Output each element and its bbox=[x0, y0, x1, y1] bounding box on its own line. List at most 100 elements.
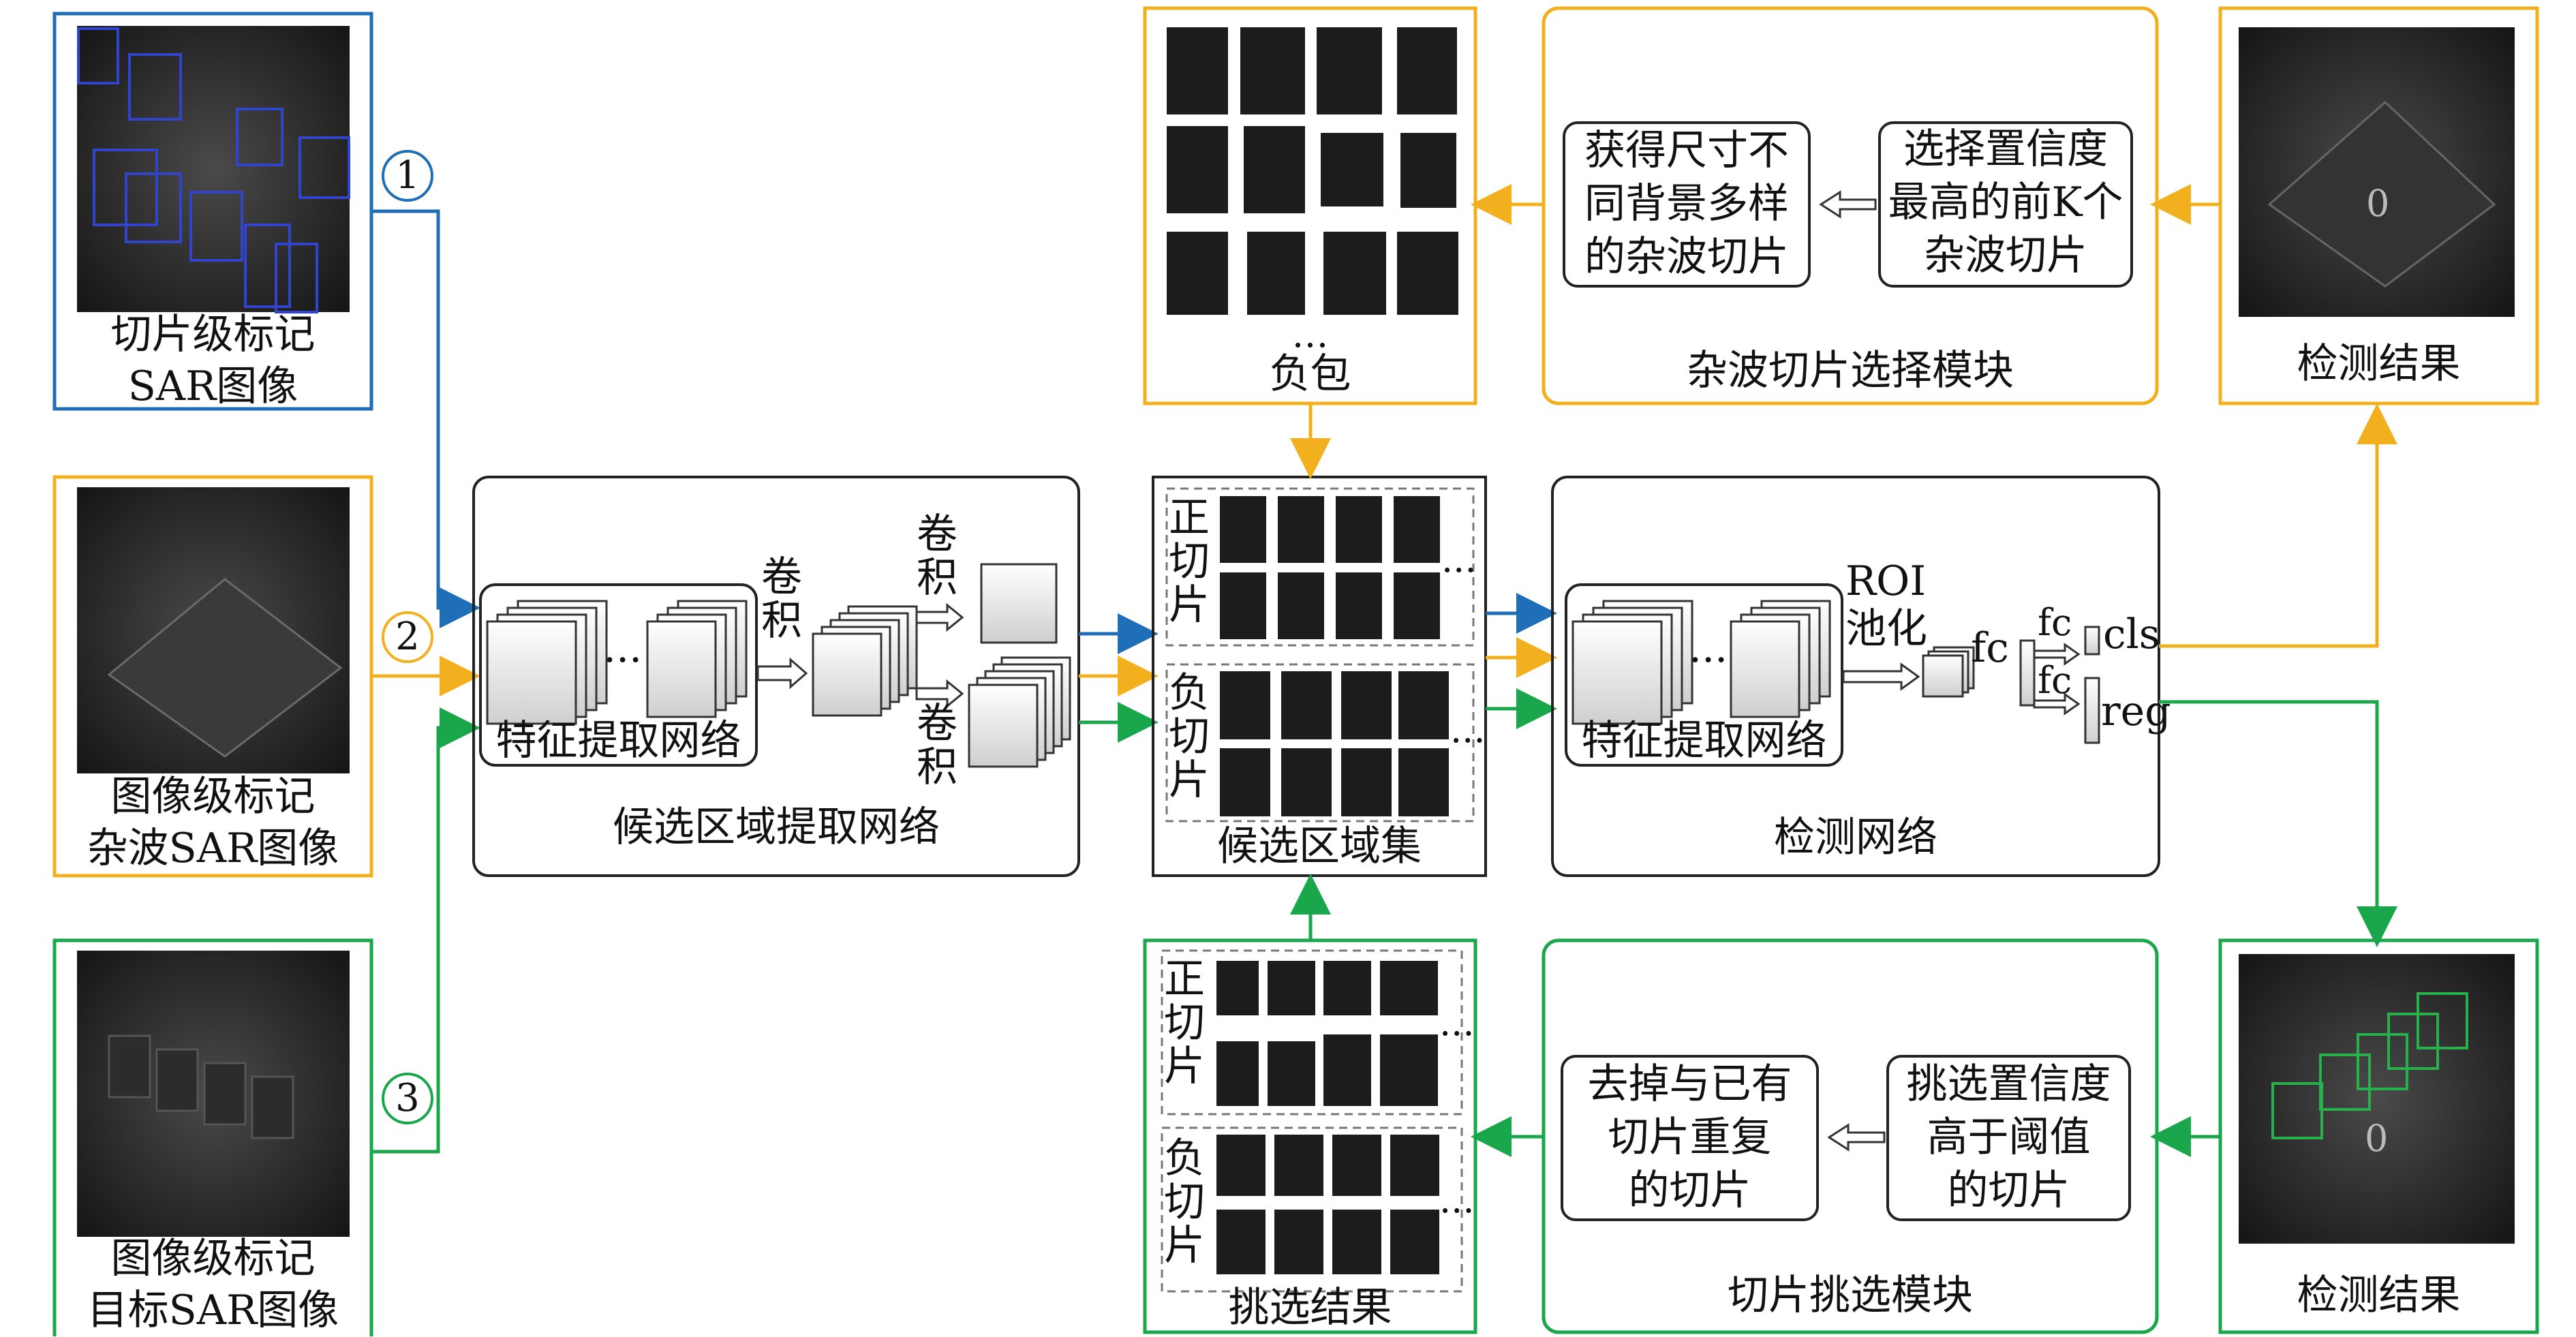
det-cls-label: cls bbox=[2103, 611, 2160, 658]
rpn-reg-stack bbox=[968, 656, 1071, 768]
clutter-select-line1: 选择置信度 bbox=[1903, 125, 2108, 173]
detect-result-bottom-image bbox=[2239, 954, 2515, 1244]
rpn-conv-top-label: 卷积 bbox=[917, 510, 957, 602]
step-3-circle bbox=[382, 1073, 433, 1124]
target-sar-caption-line2: 目标SAR图像 bbox=[87, 1287, 339, 1334]
slice-pick-box bbox=[1886, 1055, 2131, 1221]
target-sar-blocks bbox=[108, 1034, 294, 1139]
det-roi-arrow bbox=[1842, 662, 1920, 691]
proposal-positive-group bbox=[1165, 487, 1475, 647]
slice-remove-line2: 切片重复 bbox=[1608, 1113, 1772, 1161]
pick-negative-label: 负切片 bbox=[1164, 1135, 1205, 1270]
detect-result-top-mark: 0 bbox=[2366, 182, 2390, 225]
det-fc1-bar bbox=[2019, 639, 2036, 707]
proposal-positive-thumbs bbox=[1220, 496, 1440, 639]
pick-positive-label: 正切片 bbox=[1164, 955, 1205, 1090]
det-feature-net-label: 特征提取网络 bbox=[1581, 717, 1827, 765]
clutter-hollow-arrow bbox=[1819, 190, 1877, 219]
slice-module-title: 切片挑选模块 bbox=[1728, 1272, 1973, 1319]
det-feature-stack-left bbox=[1571, 600, 1693, 725]
detect-result-bottom-boxes bbox=[2271, 992, 2468, 1139]
detect-result-bottom-title: 检测结果 bbox=[2297, 1272, 2461, 1319]
det-dots: ··· bbox=[1689, 636, 1728, 684]
rpn-feature-net-box bbox=[479, 583, 758, 767]
negative-bag-title: 负包 bbox=[1269, 350, 1351, 398]
slice-remove-box bbox=[1561, 1055, 1819, 1221]
det-fc1-label: fc bbox=[1971, 624, 2009, 672]
arrow-slice-to-rpn bbox=[371, 209, 480, 628]
clutter-obtain-box bbox=[1563, 121, 1811, 288]
negative-bag-ellipsis: … bbox=[1291, 313, 1329, 356]
pick-positive-thumbs bbox=[1216, 961, 1438, 1106]
clutter-select-box bbox=[1878, 121, 2133, 288]
clutter-obtain-line1: 获得尺寸不 bbox=[1584, 127, 1789, 174]
rpn-conv-main-label: 卷积 bbox=[761, 553, 802, 645]
proposal-negative-thumbs bbox=[1220, 671, 1449, 816]
proposal-positive-ellipsis: ... bbox=[1441, 538, 1477, 581]
det-fc-arrows bbox=[2033, 643, 2081, 716]
clutter-sar-structure bbox=[107, 578, 343, 758]
target-sar-caption-line1: 图像级标记 bbox=[110, 1235, 316, 1282]
detect-result-top-structure bbox=[2267, 100, 2496, 288]
arrow-cls-to-top-result bbox=[2159, 403, 2397, 648]
clutter-module-title: 杂波切片选择模块 bbox=[1687, 347, 2014, 395]
slice-remove-line1: 去掉与已有 bbox=[1587, 1060, 1792, 1108]
rpn-feature-stack-right bbox=[646, 600, 748, 718]
rpn-feature-net-label: 特征提取网络 bbox=[495, 717, 741, 765]
step-1-label: 1 bbox=[395, 153, 420, 198]
detect-result-top-title: 检测结果 bbox=[2297, 340, 2461, 388]
pick-positive-group bbox=[1161, 949, 1463, 1116]
pick-negative-ellipsis: ... bbox=[1439, 1178, 1475, 1221]
pick-negative-thumbs bbox=[1216, 1135, 1439, 1274]
slice-pick-line2: 高于阈值 bbox=[1927, 1113, 2091, 1161]
detection-net-box bbox=[1551, 476, 2160, 877]
rpn-feature-stack-left bbox=[486, 600, 608, 725]
det-reg-bar bbox=[2084, 677, 2100, 744]
clutter-sar-caption-line1: 图像级标记 bbox=[110, 773, 316, 820]
proposal-negative-ellipsis: ... bbox=[1450, 708, 1486, 751]
step-2-circle bbox=[382, 611, 433, 663]
rpn-conv-bottom-label: 卷积 bbox=[917, 700, 957, 791]
step-1-circle bbox=[382, 150, 433, 202]
rpn-hollow-arrows bbox=[756, 602, 964, 709]
proposal-negative-group bbox=[1165, 663, 1475, 823]
slice-pick-line1: 挑选置信度 bbox=[1906, 1060, 2111, 1108]
slice-annotation-boxes bbox=[77, 27, 350, 313]
clutter-select-line3: 杂波切片 bbox=[1924, 232, 2087, 279]
det-reg-label: reg bbox=[2101, 688, 2171, 735]
det-feature-net-box bbox=[1565, 583, 1843, 767]
det-roi-label: ROI池化 bbox=[1845, 557, 1927, 653]
det-feature-stack-right bbox=[1730, 600, 1831, 718]
rpn-cls-map bbox=[980, 563, 1058, 644]
rpn-conv-stack bbox=[812, 605, 918, 717]
rpn-dots: ··· bbox=[603, 636, 643, 684]
detection-net-title: 检测网络 bbox=[1774, 814, 1937, 861]
pick-negative-group bbox=[1161, 1126, 1463, 1293]
clutter-sar-caption-line2: 杂波SAR图像 bbox=[87, 825, 339, 872]
pick-result-title: 挑选结果 bbox=[1228, 1284, 1392, 1332]
slice-remove-line3: 的切片 bbox=[1628, 1167, 1751, 1214]
negative-bag-thumbs bbox=[1167, 27, 1458, 315]
rpn-title: 候选区域提取网络 bbox=[613, 803, 940, 851]
target-sar-frame bbox=[52, 938, 373, 1336]
det-fc3-label: fc bbox=[2038, 659, 2072, 702]
step-2-label: 2 bbox=[395, 615, 420, 659]
detect-result-bottom-mark: 0 bbox=[2365, 1117, 2389, 1160]
arrow-reg-to-bottom-result bbox=[2159, 700, 2397, 947]
slice-pick-line3: 的切片 bbox=[1947, 1167, 2070, 1214]
step-3-label: 3 bbox=[395, 1076, 420, 1120]
slice-sar-image bbox=[77, 26, 350, 312]
det-cls-bar bbox=[2084, 626, 2100, 656]
clutter-select-line2: 最高的前K个 bbox=[1888, 179, 2123, 226]
pick-positive-ellipsis: ... bbox=[1439, 1001, 1475, 1044]
proposal-negative-label: 负切片 bbox=[1169, 669, 1210, 804]
slice-hollow-arrow bbox=[1827, 1123, 1886, 1152]
clutter-obtain-line3: 的杂波切片 bbox=[1584, 233, 1789, 281]
proposal-set-title: 候选区域集 bbox=[1217, 823, 1422, 870]
arrow-target-to-rpn bbox=[371, 707, 480, 1154]
det-roi-stack bbox=[1922, 646, 1975, 698]
slice-sar-caption-line1: 切片级标记 bbox=[110, 311, 316, 358]
slice-sar-caption-line2: SAR图像 bbox=[127, 363, 298, 410]
